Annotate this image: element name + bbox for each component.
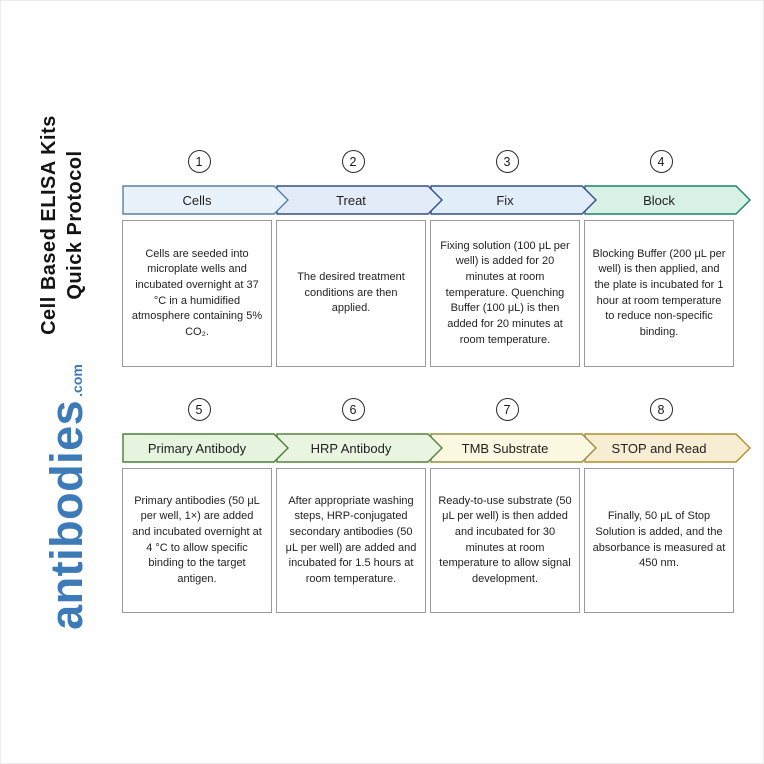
- protocol-row-1: 1 Cells Cells are seeded into microplate…: [122, 150, 751, 367]
- step-description-box: Cells are seeded into microplate wells a…: [122, 220, 272, 367]
- step-label: Fix: [496, 192, 514, 208]
- arrow-right-shape: [122, 185, 289, 215]
- step-label: Cells: [182, 192, 212, 208]
- step-description-box: Ready-to-use substrate (50 μL per well) …: [430, 468, 580, 613]
- step-arrow-banner: Fix: [430, 185, 597, 215]
- step-description-box: Primary antibodies (50 μL per well, 1×) …: [122, 468, 272, 613]
- step-number-badge: 5: [187, 398, 211, 421]
- step-description: Finally, 50 μL of Stop Solution is added…: [592, 510, 726, 570]
- step-description-box: After appropriate washing steps, HRP-con…: [276, 468, 426, 613]
- step-number: 2: [349, 154, 357, 169]
- step-arrow-banner: STOP and Read: [584, 433, 751, 463]
- step-treat: 2 Treat The desired treatment conditions…: [276, 150, 443, 367]
- step-description: Blocking Buffer (200 μL per well) is the…: [592, 247, 726, 338]
- step-number-badge: 4: [649, 150, 673, 173]
- step-label: STOP and Read: [611, 440, 707, 456]
- brand-logo: antibodies .com: [41, 364, 93, 630]
- step-description: Fixing solution (100 μL per well) is add…: [440, 239, 570, 346]
- protocol-title-line1: Cell Based ELISA Kits: [38, 115, 60, 335]
- step-number: 1: [195, 154, 203, 169]
- protocol-steps-grid: 1 Cells Cells are seeded into microplate…: [122, 150, 751, 613]
- step-number: 7: [503, 402, 511, 417]
- protocol-title-line2: Quick Protocol: [64, 150, 86, 300]
- step-number-badge: 7: [495, 398, 519, 421]
- step-number-badge: 1: [187, 150, 211, 173]
- arrow-right-shape: [122, 433, 289, 463]
- step-description-box: Finally, 50 μL of Stop Solution is added…: [584, 468, 734, 613]
- step-number: 3: [503, 154, 511, 169]
- step-description: Cells are seeded into microplate wells a…: [131, 247, 263, 338]
- step-description: Ready-to-use substrate (50 μL per well) …: [438, 494, 572, 585]
- step-number-badge: 2: [341, 150, 365, 173]
- brand-suffix: .com: [69, 364, 85, 397]
- step-cells: 1 Cells Cells are seeded into microplate…: [122, 150, 289, 367]
- step-number: 4: [657, 154, 665, 169]
- step-number: 6: [349, 402, 357, 417]
- step-number: 5: [195, 402, 203, 417]
- brand-name: antibodies: [41, 399, 92, 630]
- step-description: Primary antibodies (50 μL per well, 1×) …: [132, 494, 262, 585]
- step-label: Primary Antibody: [147, 440, 247, 456]
- step-hrp-antibody: 6 HRP Antibody After appropriate washing…: [276, 398, 443, 613]
- step-arrow-banner: Primary Antibody: [122, 433, 289, 463]
- step-label: TMB Substrate: [461, 440, 549, 456]
- step-description-box: Fixing solution (100 μL per well) is add…: [430, 220, 580, 367]
- step-number-badge: 8: [649, 398, 673, 421]
- step-arrow-banner: Block: [584, 185, 751, 215]
- step-arrow-banner: Cells: [122, 185, 289, 215]
- step-label: Block: [643, 192, 675, 208]
- step-block: 4 Block Blocking Buffer (200 μL per well…: [584, 150, 751, 367]
- step-number-badge: 3: [495, 150, 519, 173]
- protocol-title: Cell Based ELISA Kits Quick Protocol: [36, 115, 88, 335]
- step-label: HRP Antibody: [310, 440, 392, 456]
- step-description-box: Blocking Buffer (200 μL per well) is the…: [584, 220, 734, 367]
- step-description: After appropriate washing steps, HRP-con…: [285, 494, 417, 585]
- step-arrow-banner: TMB Substrate: [430, 433, 597, 463]
- step-fix: 3 Fix Fixing solution (100 μL per well) …: [430, 150, 597, 367]
- step-description: The desired treatment conditions are the…: [297, 271, 405, 315]
- step-stop-and-read: 8 STOP and Read Finally, 50 μL of Stop S…: [584, 398, 751, 613]
- step-arrow-banner: Treat: [276, 185, 443, 215]
- step-number: 8: [657, 402, 665, 417]
- step-number-badge: 6: [341, 398, 365, 421]
- step-tmb-substrate: 7 TMB Substrate Ready-to-use substrate (…: [430, 398, 597, 613]
- protocol-row-2: 5 Primary Antibody Primary antibodies (5…: [122, 398, 751, 613]
- step-label: Treat: [336, 192, 366, 208]
- step-arrow-banner: HRP Antibody: [276, 433, 443, 463]
- step-description-box: The desired treatment conditions are the…: [276, 220, 426, 367]
- step-primary-antibody: 5 Primary Antibody Primary antibodies (5…: [122, 398, 289, 613]
